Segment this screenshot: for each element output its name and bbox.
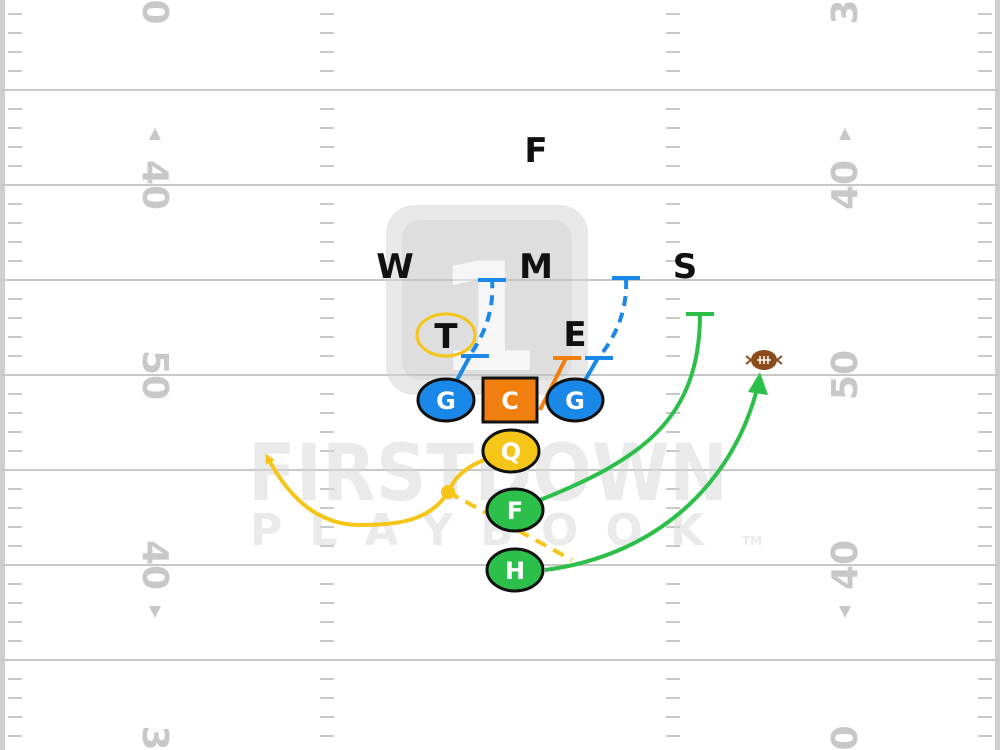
yard-number: 50 bbox=[825, 350, 866, 400]
player-left-guard: G bbox=[416, 377, 476, 423]
direction-arrow-icon bbox=[149, 128, 161, 140]
yard-number: 40 bbox=[825, 540, 866, 590]
yard-number: 40 bbox=[825, 160, 866, 210]
yard-numbers-right: 3 40 50 40 0 bbox=[825, 0, 866, 750]
yard-numbers-left: 0 40 50 40 3 bbox=[134, 0, 175, 750]
player-label: C bbox=[501, 387, 519, 415]
right-guard-block bbox=[582, 356, 600, 384]
qb-route bbox=[265, 450, 512, 528]
player-label: F bbox=[507, 497, 523, 525]
defender-strong-safety: S bbox=[673, 247, 698, 287]
yard-number: 0 bbox=[825, 725, 866, 750]
player-quarterback: Q bbox=[481, 428, 541, 474]
player-label: H bbox=[505, 557, 525, 585]
player-center: C bbox=[481, 376, 539, 424]
fullback-route bbox=[539, 313, 702, 502]
yard-number: 3 bbox=[825, 0, 866, 25]
defender-mike: M bbox=[519, 247, 553, 287]
defender-end: E bbox=[563, 315, 586, 355]
yard-number: 40 bbox=[134, 160, 175, 210]
direction-arrow-icon bbox=[149, 606, 161, 618]
yard-number: 3 bbox=[134, 725, 175, 750]
player-label: Q bbox=[501, 438, 521, 466]
player-fullback: F bbox=[485, 487, 545, 533]
tackle-highlight-ring bbox=[415, 312, 477, 358]
direction-arrow-icon bbox=[839, 128, 851, 140]
defender-will: W bbox=[376, 247, 414, 287]
yard-number: 40 bbox=[134, 540, 175, 590]
right-guard-release bbox=[601, 277, 629, 354]
offense: G C G Q F H bbox=[416, 376, 605, 593]
handoff-point bbox=[441, 485, 455, 499]
direction-arrow-icon bbox=[839, 606, 851, 618]
defender-free-safety: F bbox=[524, 131, 547, 171]
defender-tackle: T bbox=[434, 317, 458, 357]
left-guard-block bbox=[454, 355, 472, 383]
yard-number: 0 bbox=[134, 0, 175, 25]
player-halfback: H bbox=[485, 547, 545, 593]
player-label: G bbox=[565, 387, 585, 415]
halfback-route-arrow-icon bbox=[748, 372, 768, 395]
player-right-guard: G bbox=[545, 377, 605, 423]
halfback-route bbox=[544, 384, 760, 572]
left-guard-release bbox=[470, 279, 495, 354]
yard-number: 50 bbox=[134, 350, 175, 400]
player-label: G bbox=[436, 387, 456, 415]
defense: F W M S T E bbox=[376, 131, 698, 358]
center-block bbox=[538, 357, 568, 411]
hash-marks bbox=[8, 13, 992, 737]
football-icon bbox=[745, 350, 783, 370]
watermark-tm: TM bbox=[742, 534, 762, 548]
